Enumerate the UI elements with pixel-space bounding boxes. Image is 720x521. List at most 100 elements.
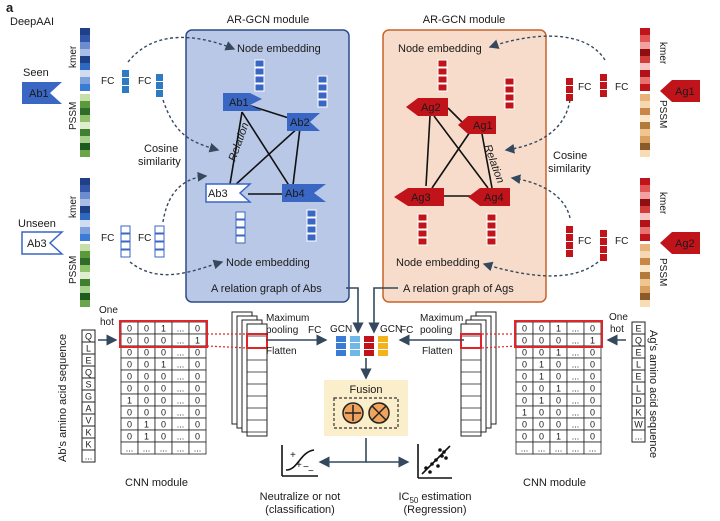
fc-vector-ag1-b — [600, 74, 607, 81]
ab-matrix-value: ... — [177, 348, 185, 358]
ab-one-label: One — [99, 305, 118, 316]
ab-feature-map-layer — [246, 323, 268, 437]
embedding-vector-ag4 — [486, 229, 497, 238]
ag1-node-label: Ag1 — [473, 120, 493, 132]
edge-ab1-ab3 — [229, 111, 243, 185]
ag-matrix-value: 1 — [539, 360, 544, 370]
ab-matrix-value: 0 — [161, 432, 166, 442]
fc-vector-ag1-b — [600, 90, 607, 97]
ab-matrix-value: 0 — [161, 420, 166, 430]
left-similarity-label: similarity — [138, 156, 181, 168]
fc-vector-ab3-a — [120, 249, 131, 258]
ab-sequence-title: Ab's amino acid sequence — [57, 334, 69, 462]
ab-matrix-value: ... — [177, 396, 185, 406]
embedding-vector-ab2 — [317, 83, 328, 92]
svg-text:+: + — [296, 460, 302, 471]
panel-letter: a — [6, 0, 14, 15]
ag2-input-tag — [660, 232, 700, 254]
ab1-kmer-cell — [80, 84, 90, 91]
embedding-vector-ag3 — [417, 213, 428, 222]
ag2-kmer-cell — [640, 213, 650, 220]
ab-seq-residue: E — [85, 356, 91, 366]
ag-seq-residue: E — [635, 324, 641, 334]
ab-matrix-value: ... — [177, 444, 185, 454]
embedding-vector-ab2 — [317, 91, 328, 100]
ag-matrix-value: 0 — [539, 432, 544, 442]
ab-sequence-column: QLEQSGAVKK... — [81, 329, 96, 463]
fc-vector-ab1-b — [156, 74, 163, 81]
ag1-input-tag — [660, 80, 700, 102]
fc-vector-ag2-a — [566, 234, 573, 241]
ag1-pssm-cell — [640, 115, 650, 122]
fc-vector-ag1-a — [566, 78, 573, 85]
ag-matrix-value: 0 — [590, 324, 595, 334]
ab3-kmer-cell — [80, 206, 90, 213]
edge-ag1-ag4 — [433, 115, 489, 189]
ag-matrix-value: 1 — [539, 396, 544, 406]
multiply-operator-icon — [368, 402, 390, 424]
ag-matrix-value: 1 — [556, 384, 561, 394]
fc-vector-ab3-a — [120, 225, 131, 234]
ag-matrix-value: 0 — [522, 372, 527, 382]
fc-vector-ag2-a — [566, 226, 573, 233]
ab-matrix-value: 0 — [144, 372, 149, 382]
ag-matrix-value: ... — [555, 444, 563, 454]
ab-matrix-value: 0 — [161, 336, 166, 346]
fusion-box — [324, 380, 408, 436]
ab1-pssm-cell — [80, 101, 90, 108]
arrow-ag-bot-to-embedding — [482, 261, 599, 277]
right-cosine-label: Cosine — [553, 150, 587, 162]
ag-seq-residue: E — [635, 372, 641, 382]
ab3-kmer-cell — [80, 192, 90, 199]
embedding-vector-ab1 — [254, 75, 265, 84]
ab-matrix-value: 0 — [195, 324, 200, 334]
ag-matrix-value: 0 — [556, 336, 561, 346]
ab2-node-label: Ab2 — [290, 117, 310, 129]
fc-vector-ag2-b — [600, 238, 607, 245]
embedding-vector-ag4 — [486, 237, 497, 246]
ab-seq-residue: V — [85, 416, 91, 426]
concatenated-feature-bars — [336, 336, 388, 356]
ag2-kmer-cell — [640, 234, 650, 241]
embedding-vector-ab2 — [317, 75, 328, 84]
ab1-pssm-cell — [80, 108, 90, 115]
ag-matrix-value: 0 — [556, 396, 561, 406]
ab1-kmer-cell — [80, 77, 90, 84]
embedding-vector-ab1 — [254, 83, 265, 92]
gcn-label-left: GCN — [330, 324, 352, 335]
ag2-node-label: Ag2 — [421, 102, 441, 114]
ag-matrix-value: 0 — [590, 360, 595, 370]
embedding-vector-ab4 — [306, 233, 317, 242]
ab-seq-residue: L — [86, 344, 91, 354]
ag-matrix-value: 0 — [556, 360, 561, 370]
ag-matrix-value: 0 — [539, 384, 544, 394]
ab-matrix-value: ... — [177, 408, 185, 418]
ab-matrix-value: ... — [177, 360, 185, 370]
ab1-kmer-cell — [80, 49, 90, 56]
edge-ag2-ag3 — [431, 131, 471, 189]
ag-seq-residue: L — [636, 360, 641, 370]
ab-matrix-value: ... — [143, 444, 151, 454]
ab3-pssm-cell — [80, 286, 90, 293]
ab-feature-map-highlight — [246, 333, 268, 349]
ab-matrix-value: 0 — [144, 384, 149, 394]
fc-vector-ab1-b — [156, 90, 163, 97]
concat-bar-cell — [350, 343, 360, 349]
svg-text:−: − — [303, 462, 309, 473]
ab3-kmer-cell — [80, 199, 90, 206]
ag-matrix-value: 0 — [556, 408, 561, 418]
fc-vector-ab3-a — [120, 241, 131, 250]
ag3-node-label: Ag3 — [411, 192, 431, 204]
ag2-pssm-cell — [640, 272, 650, 279]
ag-matrix-value: 0 — [522, 324, 527, 334]
ab-matrix-cell — [188, 441, 207, 455]
ab-seq-residue: G — [85, 392, 92, 402]
ab-seq-residue: K — [85, 428, 91, 438]
ag2-pssm-cell — [640, 293, 650, 300]
ab-matrix-value: 0 — [161, 348, 166, 358]
embedding-vector-ab3 — [235, 227, 246, 236]
ag-matrix-value: 0 — [539, 324, 544, 334]
fc-vector-ag1-a — [566, 94, 573, 101]
ab3-kmer-cell — [80, 234, 90, 241]
